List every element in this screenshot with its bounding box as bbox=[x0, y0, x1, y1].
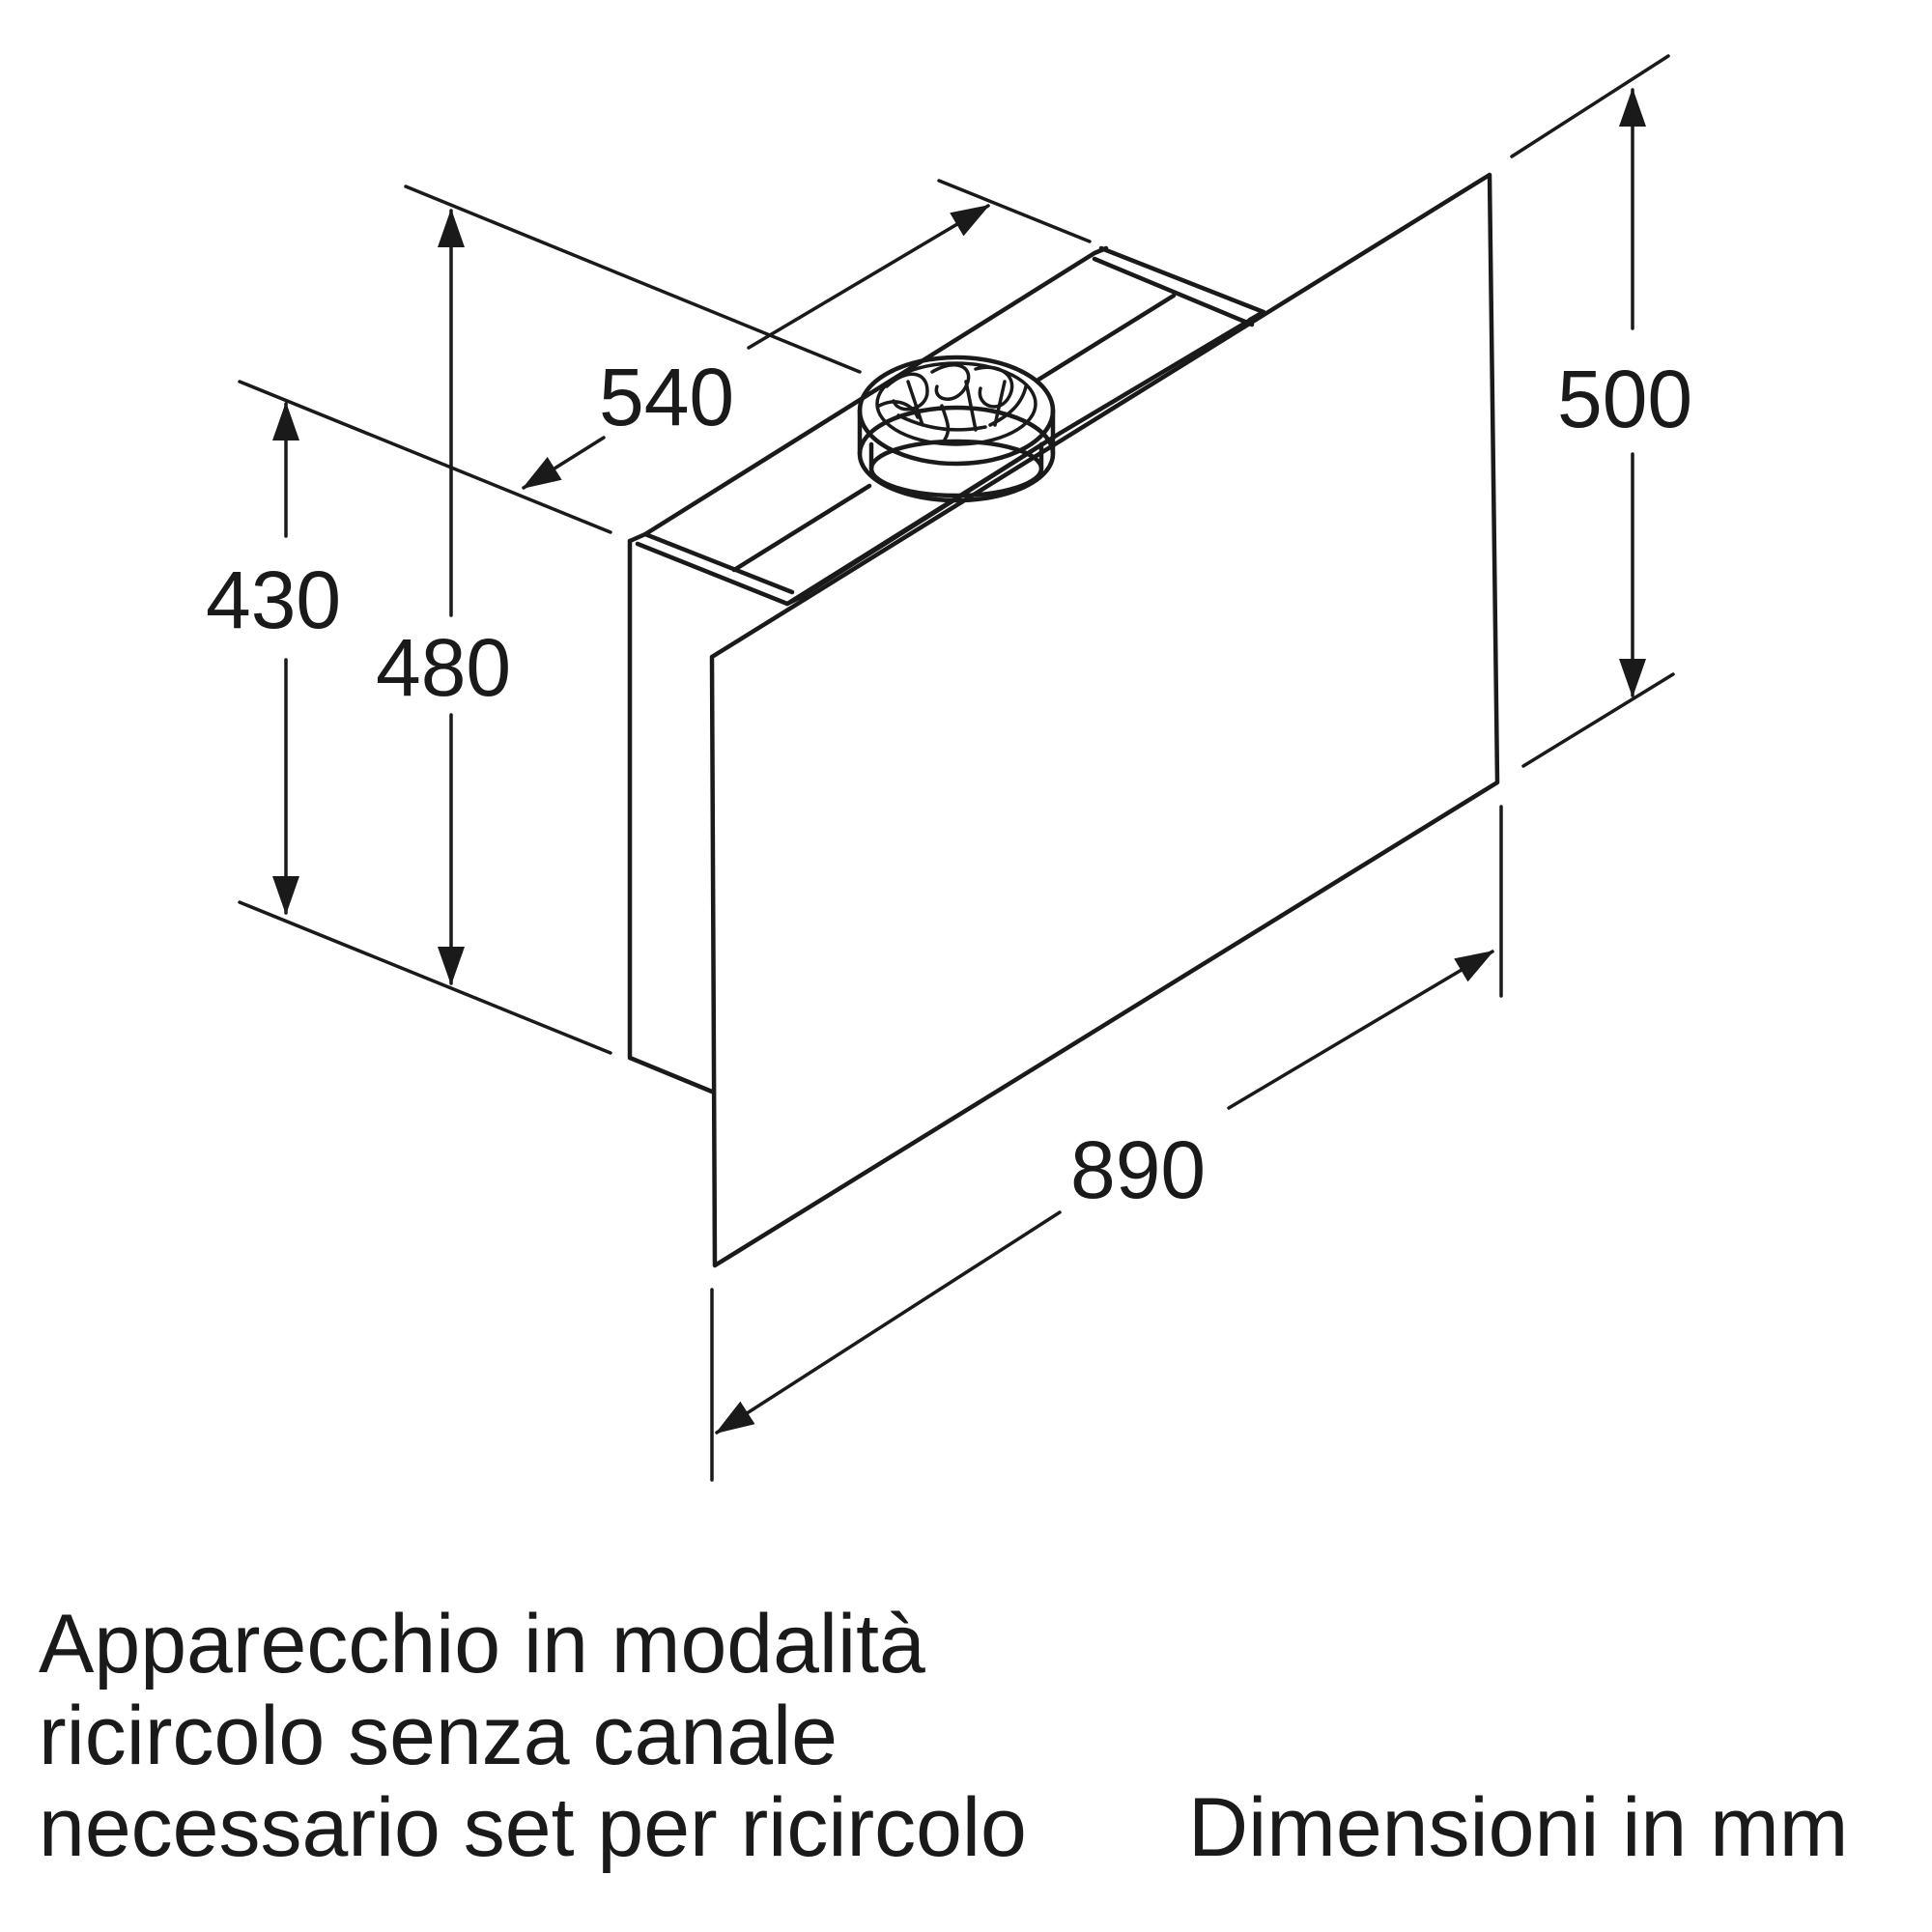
label-width-890: 890 bbox=[1070, 1124, 1206, 1215]
top-rail-back bbox=[1098, 245, 1266, 323]
top-rail-left bbox=[635, 541, 808, 607]
front-panel bbox=[709, 172, 1500, 1268]
dim-890-upper bbox=[1227, 950, 1494, 1110]
hood-body bbox=[627, 172, 1500, 1268]
caption-line-1: Apparecchio in modalità bbox=[39, 1598, 925, 1690]
caption-line-3: necessario set per ricircolo bbox=[39, 1781, 1027, 1874]
label-height-430: 430 bbox=[206, 554, 341, 645]
left-side-panel bbox=[627, 538, 715, 1094]
dim-890-lower bbox=[715, 1210, 1062, 1435]
label-height-500: 500 bbox=[1557, 354, 1692, 444]
dimension-labels: 540 500 430 480 890 bbox=[206, 352, 1692, 1215]
label-depth-540: 540 bbox=[599, 352, 734, 442]
caption: Apparecchio in modalità ricircolo senza … bbox=[39, 1599, 1027, 1874]
dim-540-upper bbox=[747, 204, 990, 350]
dimension-lines bbox=[272, 88, 1646, 1435]
filter-grille-icon bbox=[857, 355, 1056, 503]
units-label: Dimensioni in mm bbox=[1188, 1781, 1849, 1874]
witness-lines bbox=[238, 54, 1675, 1482]
dim-540-lower bbox=[522, 436, 606, 490]
caption-line-2: ricircolo senza canale bbox=[39, 1690, 838, 1782]
label-height-480: 480 bbox=[376, 622, 511, 713]
